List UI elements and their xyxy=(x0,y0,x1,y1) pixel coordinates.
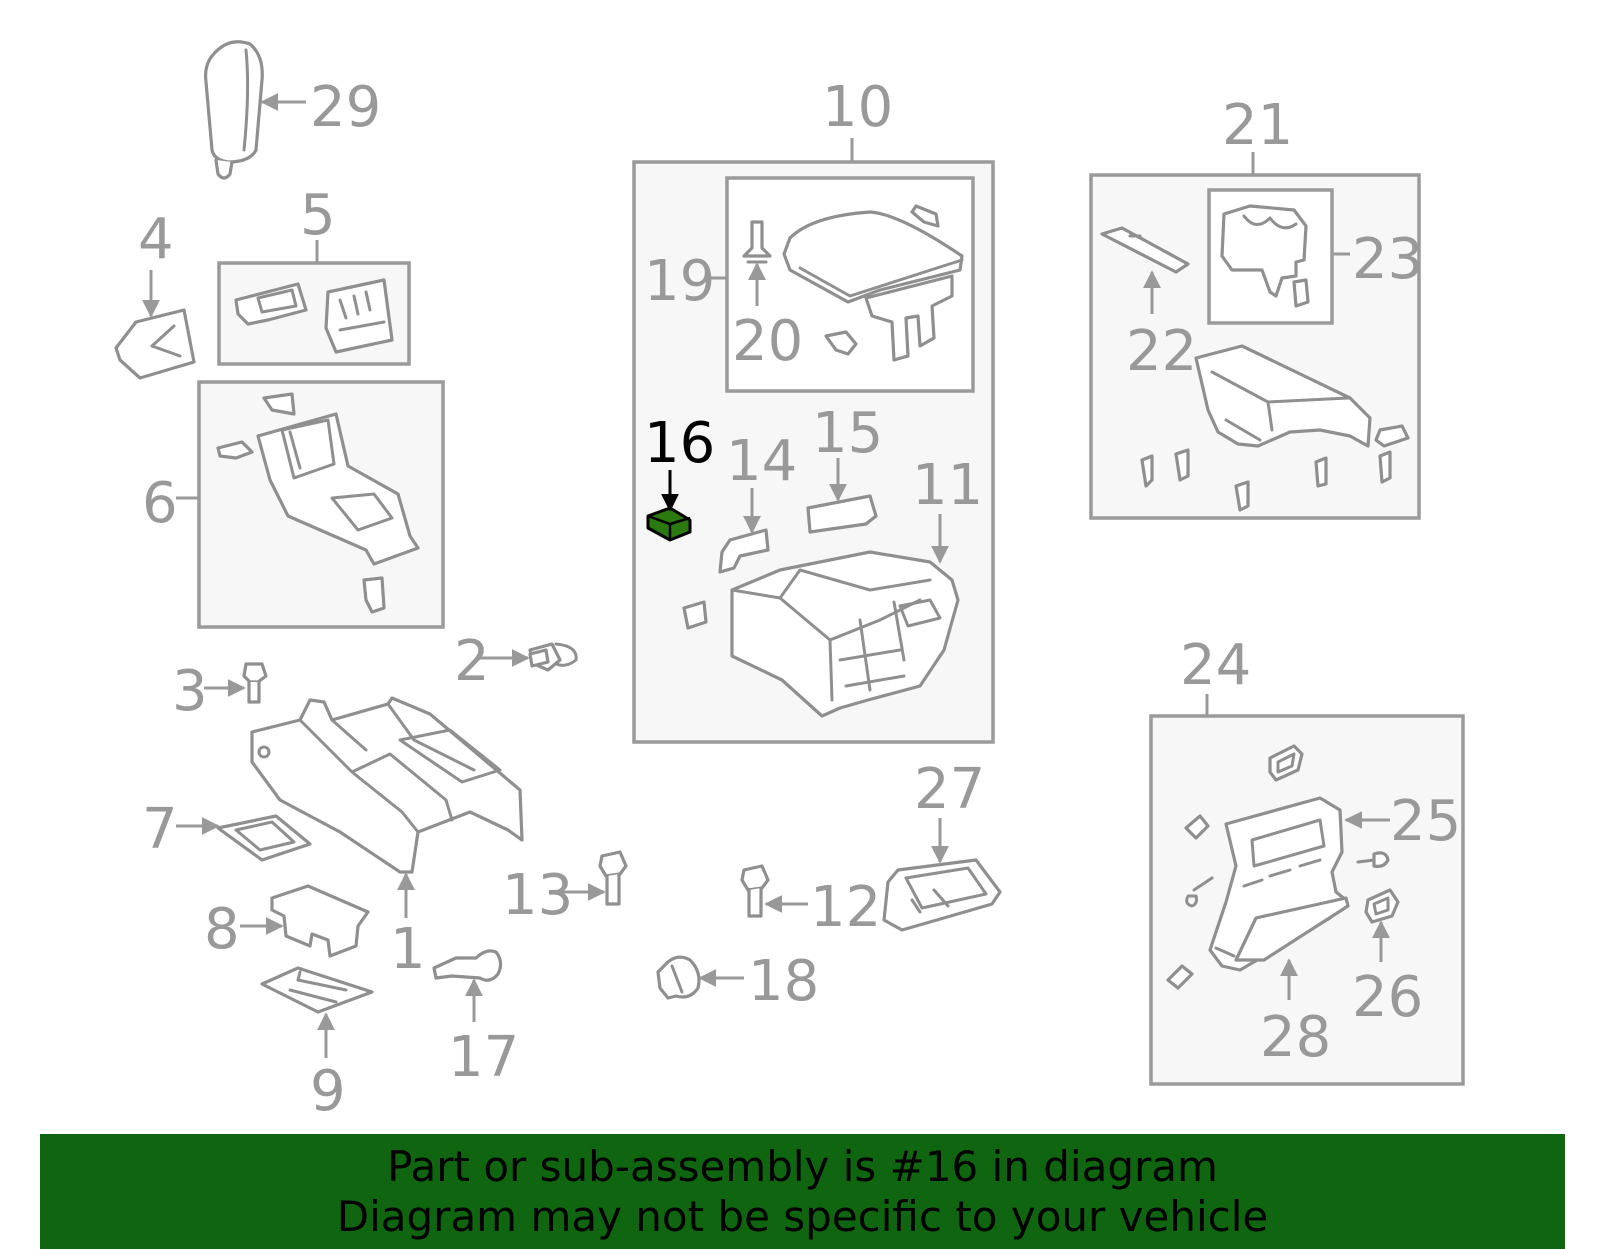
label-1: 1 xyxy=(390,917,426,982)
label-27: 27 xyxy=(914,757,985,822)
label-26: 26 xyxy=(1352,965,1423,1030)
part-22-bracket xyxy=(1100,226,1190,274)
label-21: 21 xyxy=(1222,93,1293,158)
part-23-cup-holder xyxy=(1220,204,1310,308)
part-rear-panel xyxy=(1140,344,1410,512)
part-17-clip xyxy=(432,949,503,982)
part-27-switch-module xyxy=(882,858,1002,932)
part-2-bolt xyxy=(528,642,578,672)
label-6: 6 xyxy=(142,471,178,536)
label-22: 22 xyxy=(1126,319,1197,384)
label-2: 2 xyxy=(454,629,490,694)
label-23: 23 xyxy=(1352,227,1423,292)
part-15-strip xyxy=(806,494,878,534)
part-armrest-lid xyxy=(782,204,964,362)
label-25: 25 xyxy=(1390,789,1461,854)
part-3-bolt xyxy=(242,662,268,704)
label-20: 20 xyxy=(732,309,803,374)
part-26-small-bezel xyxy=(1364,888,1400,924)
label-3: 3 xyxy=(172,659,208,724)
part-18-clip xyxy=(656,955,701,1000)
part-1-console-base xyxy=(250,696,524,874)
part-25-rear-console-panel xyxy=(1208,796,1350,972)
label-13: 13 xyxy=(502,863,573,928)
part-small-bezel-top xyxy=(1268,744,1304,782)
part-clips-24 xyxy=(1166,814,1390,990)
part-29-shift-knob xyxy=(204,40,264,180)
part-6-trim-panel xyxy=(216,392,420,614)
label-10: 10 xyxy=(822,75,893,140)
part-13-bolt xyxy=(598,850,628,906)
label-12: 12 xyxy=(810,875,881,940)
part-20-pin xyxy=(742,220,772,264)
info-banner: Part or sub-assembly is #16 in diagram D… xyxy=(40,1134,1565,1249)
part-14-bracket xyxy=(718,528,770,574)
label-5: 5 xyxy=(300,183,336,248)
label-15: 15 xyxy=(812,401,883,466)
part-12-bolt xyxy=(740,864,770,918)
banner-line-2: Diagram may not be specific to your vehi… xyxy=(336,1192,1269,1241)
banner-line-1: Part or sub-assembly is #16 in diagram xyxy=(387,1142,1218,1191)
part-7-pad xyxy=(216,814,312,862)
part-11-console-box xyxy=(730,550,960,718)
label-24: 24 xyxy=(1180,633,1251,698)
label-18: 18 xyxy=(748,949,819,1014)
label-8: 8 xyxy=(204,897,240,962)
label-7: 7 xyxy=(142,797,178,862)
label-28: 28 xyxy=(1260,1005,1331,1070)
label-17: 17 xyxy=(448,1025,519,1090)
part-9-mat xyxy=(260,966,374,1014)
label-11: 11 xyxy=(912,453,983,518)
part-small-tab xyxy=(682,600,708,630)
part-16-highlighted xyxy=(646,506,692,542)
part-4-cover xyxy=(114,308,196,380)
label-14: 14 xyxy=(726,429,797,494)
part-5-bezel xyxy=(234,278,394,354)
label-16-highlighted: 16 xyxy=(644,411,715,476)
label-19: 19 xyxy=(644,249,715,314)
label-29: 29 xyxy=(310,75,381,140)
label-4: 4 xyxy=(138,207,174,272)
label-9: 9 xyxy=(310,1059,346,1124)
part-8-bracket xyxy=(270,884,370,958)
